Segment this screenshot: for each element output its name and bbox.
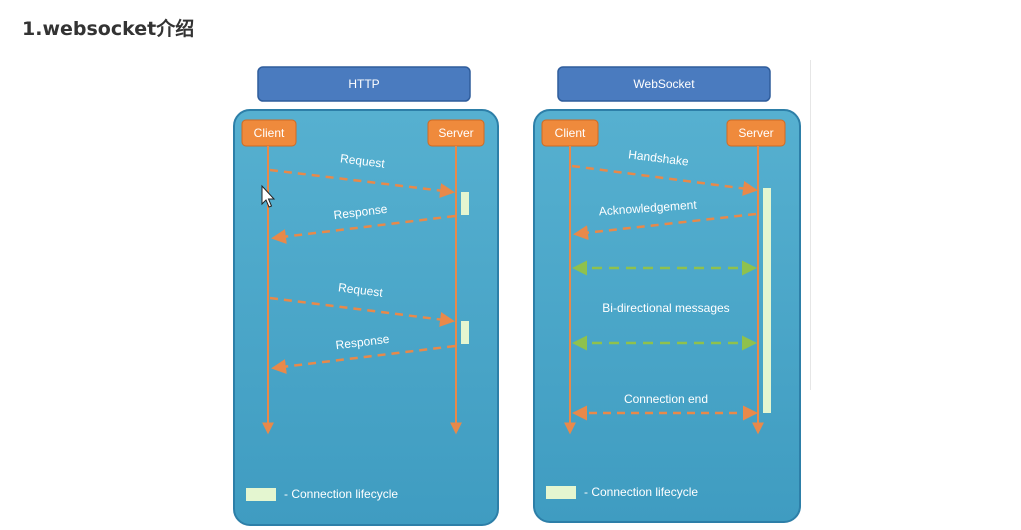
- websocket-panel: WebSocket Client Server Handshake Acknow…: [533, 66, 801, 523]
- http-request-arrow-1: [269, 168, 455, 199]
- http-client-label: Client: [254, 126, 285, 140]
- http-request-label-1: Request: [339, 151, 386, 170]
- http-request-arrow-2: [269, 296, 455, 327]
- http-response-label-1: Response: [333, 202, 389, 223]
- http-response-arrow-2: [271, 344, 456, 374]
- websocket-client-label: Client: [555, 126, 586, 140]
- http-panel: HTTP Client Server Request Response Requ…: [233, 66, 499, 526]
- http-lifecycle-bar-2: [461, 321, 469, 344]
- websocket-server-node: [726, 119, 786, 147]
- websocket-acknowledgement-label: Acknowledgement: [598, 198, 697, 219]
- websocket-server-label: Server: [738, 126, 773, 140]
- http-response-arrow-1: [271, 214, 456, 244]
- websocket-header-box: [557, 66, 771, 102]
- websocket-bidirectional-label: Bi-directional messages: [602, 301, 729, 315]
- websocket-legend-swatch: [546, 486, 576, 499]
- websocket-connection-end-label: Connection end: [624, 392, 708, 406]
- mouse-cursor-icon: [261, 184, 276, 208]
- http-request-label-2: Request: [337, 280, 384, 299]
- http-lifecycle-bar-1: [461, 192, 469, 215]
- websocket-handshake-arrow: [571, 164, 758, 196]
- page-title: 1.websocket介绍: [22, 18, 195, 40]
- http-response-label-2: Response: [335, 332, 391, 353]
- websocket-header-label: WebSocket: [633, 77, 695, 91]
- http-header-label: HTTP: [348, 77, 379, 91]
- http-legend-label: - Connection lifecycle: [284, 487, 398, 501]
- divider-line: [810, 60, 811, 390]
- http-server-label: Server: [438, 126, 473, 140]
- websocket-legend-label: - Connection lifecycle: [584, 485, 698, 499]
- websocket-acknowledgement-arrow: [573, 212, 757, 241]
- http-legend-swatch: [246, 488, 276, 501]
- http-header-box: [257, 66, 471, 102]
- websocket-panel-background: [533, 109, 801, 523]
- websocket-lifecycle-bar: [763, 188, 771, 413]
- http-panel-background: [233, 109, 499, 526]
